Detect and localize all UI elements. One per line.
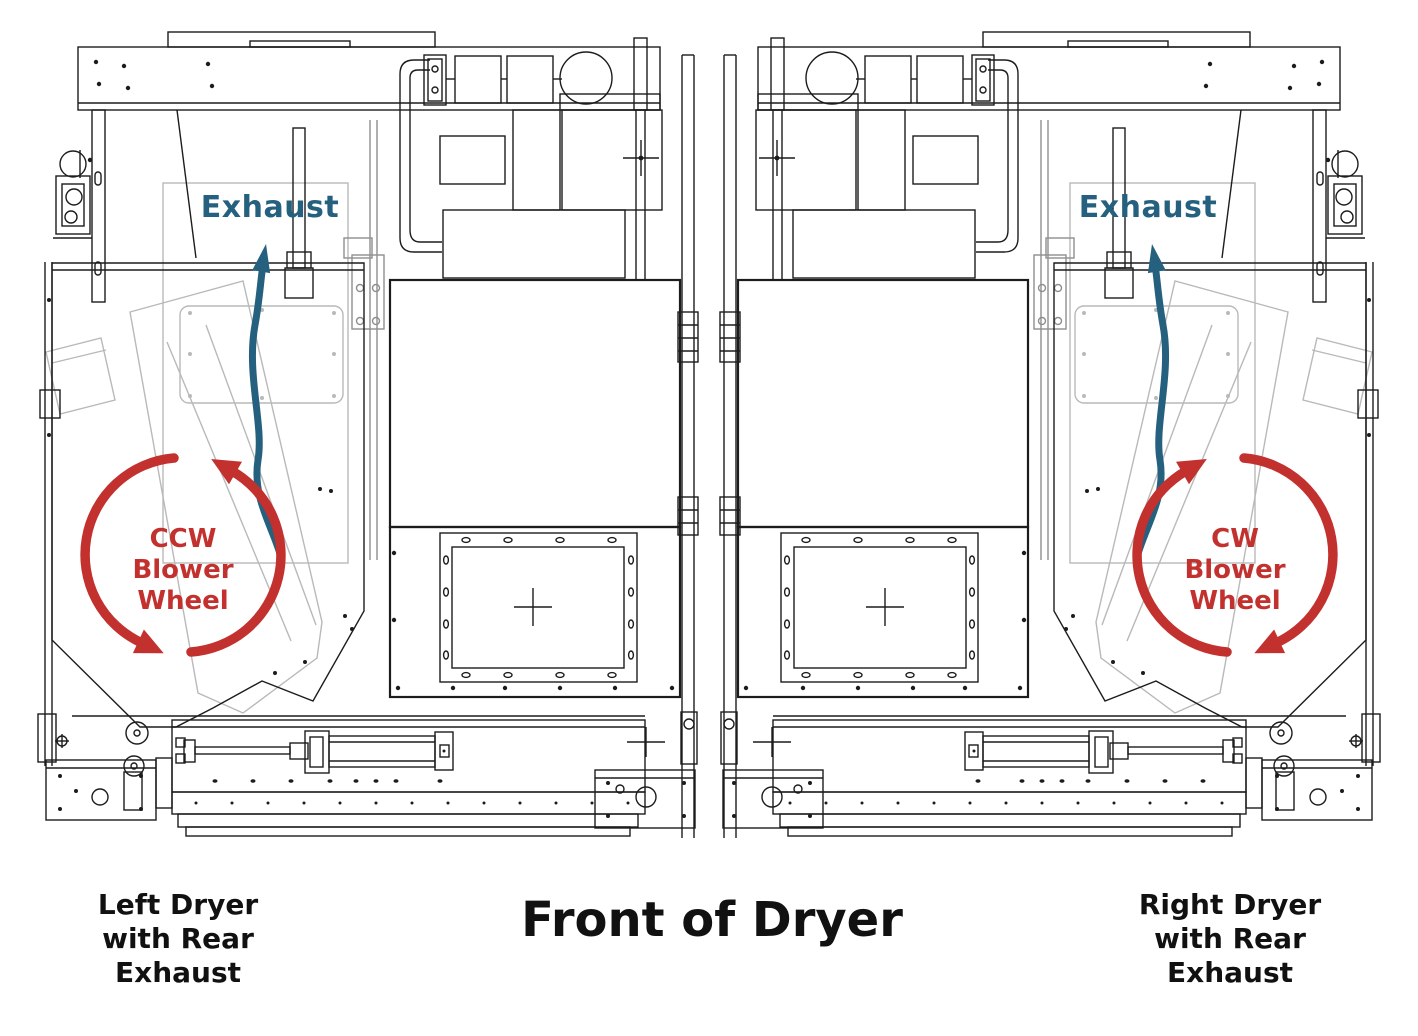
left-dryer-caption: Left Dryer with Rear Exhaust xyxy=(97,888,259,989)
cw-blower-wheel-label: CW Blower Wheel xyxy=(1184,524,1286,616)
left-dryer-drawing xyxy=(38,32,698,838)
front-of-dryer-title: Front of Dryer xyxy=(521,892,903,948)
right-dryer-caption: Right Dryer with Rear Exhaust xyxy=(1138,888,1322,989)
ccw-blower-wheel-label: CCW Blower Wheel xyxy=(132,524,234,616)
right-exhaust-label: Exhaust xyxy=(1078,190,1218,225)
left-exhaust-label: Exhaust xyxy=(200,190,340,225)
right-dryer-drawing xyxy=(720,32,1380,838)
